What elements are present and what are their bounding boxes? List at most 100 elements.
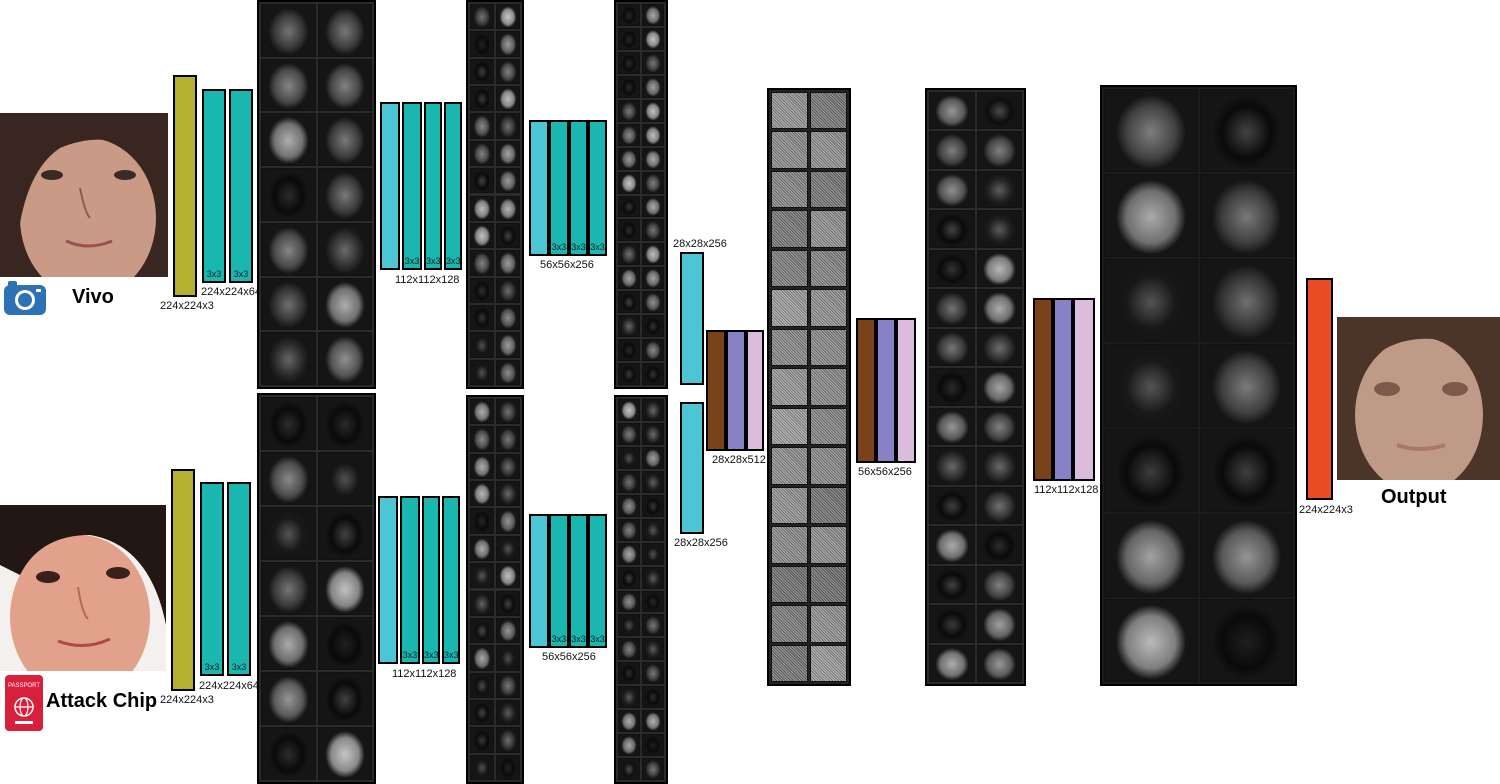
bottom-conv3c: 3x3 [569, 514, 588, 648]
feature-map-tile [470, 277, 494, 303]
feature-map-tile [976, 249, 1022, 288]
feature-map-tile [470, 332, 494, 358]
kernel-size: 3x3 [233, 269, 249, 279]
feature-map-tile [470, 168, 494, 194]
feature-map-tile [810, 131, 847, 169]
feature-map-tile [929, 565, 975, 604]
merge-purple [726, 330, 746, 451]
kernel-size: 3x3 [446, 256, 461, 266]
feature-map-tile [642, 267, 664, 290]
feature-map-tile [642, 614, 664, 637]
feature-map-tile [642, 662, 664, 685]
feature-map-tile [470, 754, 494, 780]
top-input-layer [173, 75, 197, 297]
feature-map-tile [496, 535, 520, 562]
feature-map-tile [496, 672, 520, 698]
feature-map-tile [618, 614, 640, 637]
feature-map-tile [976, 210, 1022, 248]
feature-map-tile [1104, 514, 1198, 597]
feature-map-tile [1199, 89, 1293, 172]
top-conv2c: 3x3 [424, 102, 442, 270]
feature-map-tile [317, 4, 372, 57]
feature-map-tile [496, 727, 520, 753]
feature-map-tile [976, 289, 1022, 327]
output-label: Output [1381, 486, 1447, 508]
feature-map-tile [317, 507, 372, 560]
feature-map-tile [642, 734, 664, 757]
feature-map-tile [1104, 259, 1198, 342]
feature-map-tile [317, 277, 372, 331]
feature-map-tile [771, 605, 808, 643]
feature-map-tile [496, 304, 520, 331]
feature-map-tile [618, 147, 640, 170]
feature-map-tile [618, 99, 640, 122]
feature-map-tile [317, 332, 372, 385]
feature-map-tile [618, 542, 640, 565]
feature-map-tile [470, 304, 494, 331]
feature-map-tile [771, 486, 808, 525]
kernel-size: 3x3 [402, 650, 418, 660]
feature-map-tile [810, 447, 847, 485]
up1-brown [856, 318, 876, 463]
feature-map-tile [496, 195, 520, 221]
feature-map-tile [642, 638, 664, 661]
feature-map-tile [642, 4, 664, 26]
feature-map-tile [810, 368, 847, 406]
feature-map-tile [642, 566, 664, 589]
feature-map-tile [618, 710, 640, 733]
feature-map-tile [470, 535, 494, 562]
feature-map-tile [1104, 429, 1198, 512]
feature-map-tile [496, 590, 520, 616]
kernel-size: 3x3 [571, 634, 586, 644]
feature-map-tile [642, 710, 664, 733]
feature-map-tile [261, 562, 316, 615]
feature-map-tile [618, 291, 640, 314]
feature-map-tile [810, 565, 847, 604]
feature-map-tile [618, 75, 640, 98]
top-conv2d: 3x3 [444, 102, 462, 270]
feature-map-tile [929, 328, 975, 367]
feature-map-tile [642, 123, 664, 146]
bottom-input-dim: 224x224x3 [160, 694, 214, 706]
up2-brown [1033, 298, 1053, 481]
feature-map-tile [496, 563, 520, 589]
feature-map-tile [496, 58, 520, 85]
feature-map-tile [976, 131, 1022, 169]
feature-map-tile [496, 426, 520, 452]
feature-map-tile [810, 289, 847, 327]
feature-map-tile [771, 210, 808, 248]
output-face [1337, 317, 1500, 480]
feature-map-tile [470, 699, 494, 726]
feature-map-tile [771, 92, 808, 130]
feature-map-tile [618, 171, 640, 194]
camera-icon [4, 281, 46, 315]
feature-map-tile [642, 99, 664, 122]
feature-map-tile [261, 168, 316, 221]
feature-map-tile [496, 222, 520, 249]
feature-map-tile [496, 4, 520, 30]
feature-map-tile [317, 168, 372, 221]
up1-dim: 56x56x256 [858, 466, 912, 478]
bottom-conv3d: 3x3 [588, 514, 607, 648]
feature-map-tile [496, 453, 520, 480]
feature-map-tile [771, 565, 808, 604]
feature-map-tile [317, 113, 372, 167]
feature-map-tile [1104, 344, 1198, 427]
bottom-conv2b: 3x3 [400, 496, 420, 664]
kernel-size: 3x3 [571, 242, 586, 252]
up2-dim: 112x112x128 [1034, 484, 1099, 496]
feature-map-tile [470, 508, 494, 534]
feature-map-tile [976, 407, 1022, 446]
top-conv3b: 3x3 [549, 120, 569, 256]
feature-map-tile [261, 277, 316, 331]
feature-map-tile [317, 452, 372, 505]
feature-map-tile [261, 222, 316, 276]
feature-map-tile [929, 92, 975, 130]
feature-map-tile [1199, 429, 1293, 512]
feature-map-tile [618, 4, 640, 26]
feature-map-tile [771, 170, 808, 209]
vivo-input-face [0, 113, 168, 277]
feature-map-tile [771, 289, 808, 327]
feature-map-tile [618, 399, 640, 421]
feature-map-tile [618, 363, 640, 385]
